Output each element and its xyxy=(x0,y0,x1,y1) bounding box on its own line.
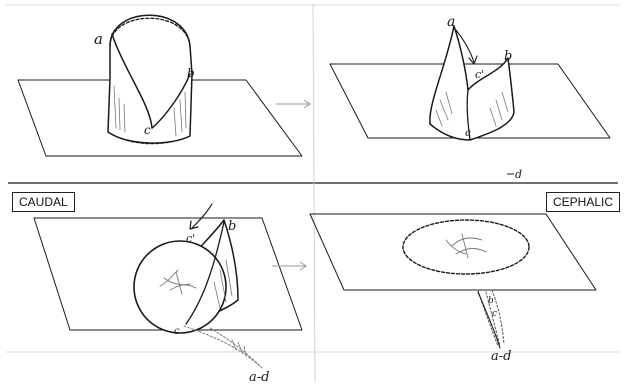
cephalic-label: CEPHALIC xyxy=(546,192,620,212)
panel-2-label-d: d xyxy=(515,168,522,181)
arrow-bottom xyxy=(272,262,306,270)
panel-4-label-c: c xyxy=(492,309,497,319)
panel-4-disc-outline xyxy=(403,220,529,274)
panel-2-label-c: c xyxy=(465,128,471,139)
panel-3-disc-cone xyxy=(34,204,302,368)
panel-4-disc xyxy=(310,214,596,348)
arrow-top xyxy=(276,100,310,108)
panel-3-curl-arrow xyxy=(192,204,212,228)
panel-1-label-b: b xyxy=(187,66,195,80)
panel-2-cone-body xyxy=(430,26,514,140)
panel-2-label-b: b xyxy=(504,49,512,64)
panel-3-label-c-prime: c' xyxy=(186,232,195,245)
panel-3-label-c: c xyxy=(174,326,180,337)
panel-3-label-a-d: a-d xyxy=(249,370,269,385)
panel-4-plane xyxy=(310,214,596,290)
panel-2-label-c-prime: c' xyxy=(475,68,484,81)
panel-1-cylinder xyxy=(18,15,302,156)
panel-4-label-a-d: a-d xyxy=(491,349,511,364)
panel-4-label-b: b xyxy=(488,296,494,306)
vertical-divider xyxy=(313,4,315,382)
panel-3-dotted-tail xyxy=(184,326,262,368)
caudal-label: CAUDAL xyxy=(12,192,75,212)
panel-1-label-c: c xyxy=(144,123,151,137)
panel-2-folded xyxy=(330,26,610,140)
panel-3-label-b: b xyxy=(228,219,236,234)
panel-1-label-a: a xyxy=(94,30,103,48)
panel-4-center-sketch xyxy=(446,234,486,258)
panel-2-label-a: a xyxy=(447,14,455,30)
